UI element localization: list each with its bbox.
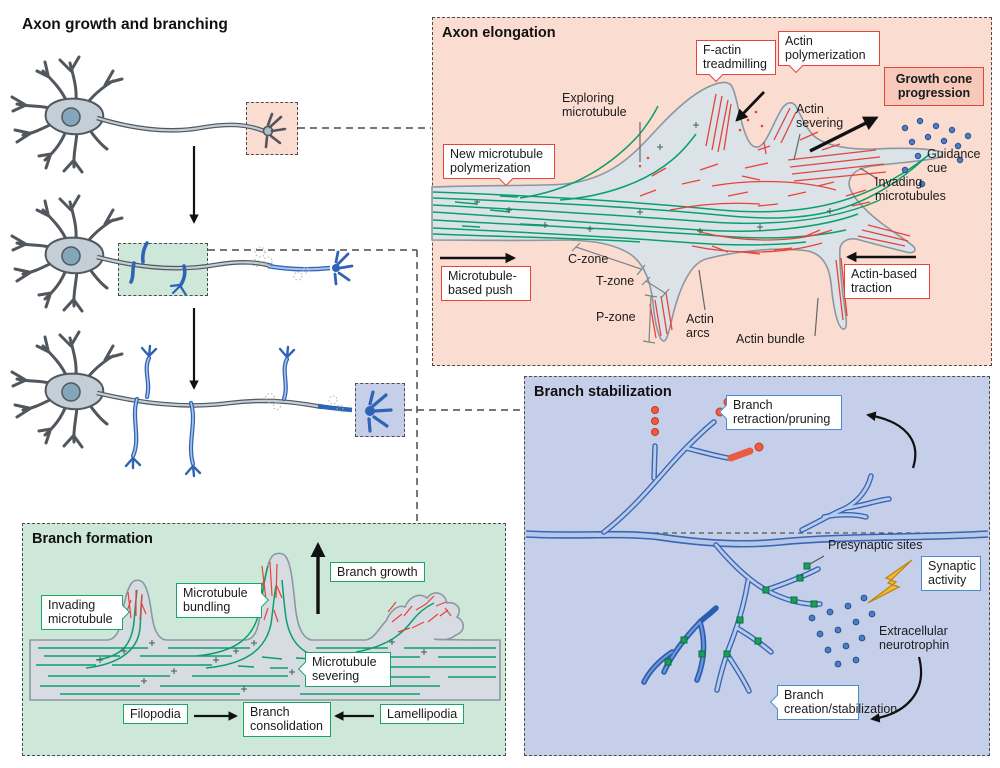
axon-tip-highlight-box xyxy=(355,383,405,437)
label-actin-polymerization: Actin polymerization xyxy=(778,31,880,73)
label-actin-based-traction: Actin-based traction xyxy=(844,264,930,299)
label-actin-severing: Actin severing xyxy=(796,102,844,131)
label-text: Microtubule bundling xyxy=(183,586,248,615)
label-microtubule-bundling: Microtubule bundling xyxy=(176,583,270,618)
label-t-zone: T-zone xyxy=(596,274,635,288)
label-branch-retraction-pruning: Branch retraction/pruning xyxy=(718,395,842,430)
label-actin-bundle: Actin bundle xyxy=(736,332,805,346)
branch-region-highlight-box xyxy=(118,243,208,296)
label-guidance-cue: Guidance cue xyxy=(927,147,981,176)
label-f-actin-treadmilling: F-actin treadmilling xyxy=(696,40,776,82)
stabilization-panel-title: Branch stabilization xyxy=(534,384,672,400)
label-presynaptic-sites: Presynaptic sites xyxy=(828,538,923,552)
label-synaptic-activity: Synaptic activity xyxy=(921,556,981,591)
label-text: Branch retraction/pruning xyxy=(733,398,831,427)
label-branch-creation-stabilization: Branch creation/stabilization xyxy=(769,685,897,720)
label-text: Invading microtubule xyxy=(48,598,113,627)
label-text: New microtubule polymerization xyxy=(450,147,544,176)
elongation-panel-title: Axon elongation xyxy=(442,25,556,41)
label-c-zone: C-zone xyxy=(568,252,609,266)
page-title: Axon growth and branching xyxy=(22,16,228,33)
label-text: Branch creation/stabilization xyxy=(784,688,898,717)
label-branch-consolidation: Branch consolidation xyxy=(243,702,331,737)
label-filopodia: Filopodia xyxy=(123,704,188,725)
label-microtubule-based-push: Microtubule-based push xyxy=(441,266,531,301)
label-p-zone: P-zone xyxy=(596,310,636,324)
label-text: F-actin treadmilling xyxy=(703,43,767,72)
label-exploring-microtubule: Exploring microtubule xyxy=(562,91,627,120)
label-invading-microtubules: Invading microtubules xyxy=(875,175,946,204)
label-lamellipodia: Lamellipodia xyxy=(380,704,465,725)
label-new-microtubule-polymerization: New microtubule polymerization xyxy=(443,144,555,186)
neuron-1-drawing xyxy=(10,55,287,224)
label-invading-microtubule: Invading microtubule xyxy=(41,595,131,630)
formation-panel-title: Branch formation xyxy=(32,531,153,547)
label-actin-arcs: Actin arcs xyxy=(686,312,714,341)
growth-cone-highlight-box xyxy=(246,102,298,155)
label-growth-cone-progression: Growth cone progression xyxy=(884,67,984,106)
label-microtubule-severing: Microtubule severing xyxy=(297,652,391,687)
label-text: Actin polymerization xyxy=(785,34,866,63)
label-text: Microtubule severing xyxy=(312,655,377,684)
label-branch-growth: Branch growth xyxy=(330,562,425,583)
neuron-3-drawing xyxy=(10,330,393,478)
label-extracellular-neurotrophin: Extracellular neurotrophin xyxy=(879,624,950,653)
